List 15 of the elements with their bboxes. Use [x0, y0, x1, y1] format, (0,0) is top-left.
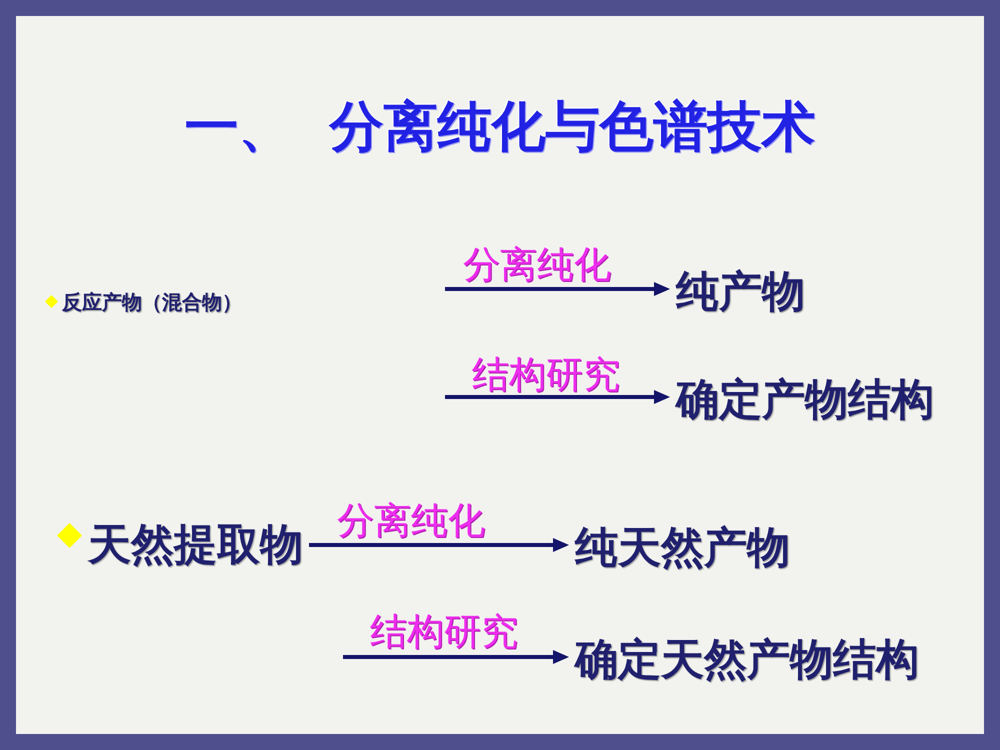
arrow	[343, 650, 569, 664]
arrow	[445, 282, 670, 296]
result-text: 确定天然产物结构	[575, 638, 919, 682]
arrow	[309, 538, 569, 552]
result-text: 纯天然产物	[575, 526, 790, 570]
result-text: 确定产物结构	[676, 378, 934, 422]
edge-label: 结构研究	[370, 612, 518, 650]
result-text: 纯产物	[676, 270, 805, 314]
list-item-text: 反应产物（混合物）	[62, 292, 242, 312]
edge-label: 分离纯化	[463, 246, 611, 282]
title: 一、 分离纯化与色谱技术	[184, 100, 816, 154]
edge-label: 结构研究	[472, 356, 620, 392]
edge-label: 分离纯化	[337, 502, 485, 538]
arrow	[445, 390, 670, 404]
list-item-text: 天然提取物	[88, 524, 303, 566]
